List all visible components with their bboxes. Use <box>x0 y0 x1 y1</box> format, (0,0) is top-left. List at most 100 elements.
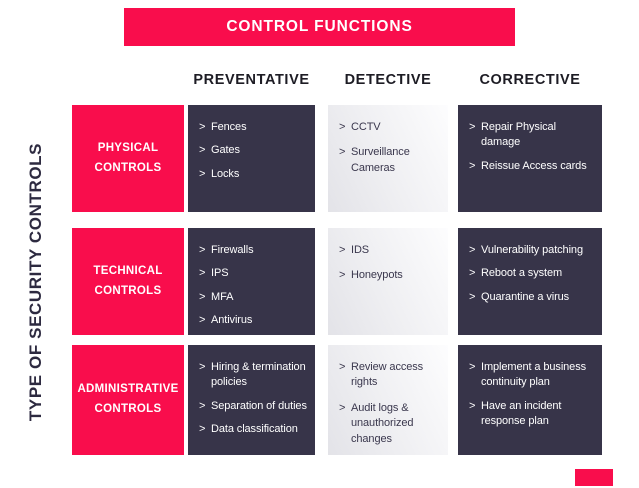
item-text: Vulnerability patching <box>481 244 583 256</box>
cell-items: > IDS > Honeypots <box>339 243 444 284</box>
cell-physical-preventative: > Fences > Gates > Locks <box>188 105 315 212</box>
chevron-icon: > <box>339 269 346 282</box>
item-text: MFA <box>211 290 234 303</box>
brand-mark <box>575 469 613 486</box>
cell-technical-preventative: > Firewalls > IPS > MFA > Antivirus <box>188 228 315 335</box>
list-item: > Separation of duties <box>199 399 311 414</box>
chevron-icon: > <box>199 144 206 157</box>
item-text: CCTV <box>351 121 381 133</box>
cell-administrative-preventative: > Hiring & termination policies > Separatio… <box>188 345 315 455</box>
chevron-icon: > <box>199 121 206 133</box>
chevron-icon: > <box>469 121 476 133</box>
list-item: > Firewalls <box>199 243 311 258</box>
chevron-icon: > <box>469 159 476 172</box>
list-item: > Have an incident response plan <box>469 399 598 430</box>
row-technical-controls: TECHNICAL CONTROLS > Firewalls > IPS > MFA > An… <box>72 228 602 335</box>
cell-items: > Repair Physical damage > Reissue Access c… <box>469 120 598 174</box>
list-item: > Implement a business continuity plan <box>469 360 598 391</box>
chevron-icon: > <box>199 314 206 327</box>
list-item: > Quarantine a virus <box>469 290 598 305</box>
cell-items: > Hiring & termination policies > Separatio… <box>199 360 311 438</box>
row-physical-controls: PHYSICAL CONTROLS > Fences > Gates > Locks > C… <box>72 105 602 212</box>
item-text: Gates <box>211 144 240 157</box>
chevron-icon: > <box>339 121 346 133</box>
item-text: Separation of duties <box>211 399 307 412</box>
item-text: Data classification <box>211 423 298 436</box>
item-text: Reissue Access cards <box>481 159 587 172</box>
row-label-administrative: ADMINISTRATIVE CONTROLS <box>72 345 184 455</box>
chevron-icon: > <box>469 399 476 412</box>
list-item: > Vulnerability patching <box>469 243 598 258</box>
item-text: IPS <box>211 267 229 280</box>
chevron-icon: > <box>339 401 346 414</box>
chevron-icon: > <box>469 267 476 280</box>
list-item: > Data classification <box>199 422 311 437</box>
chevron-icon: > <box>199 361 206 373</box>
row-label-physical: PHYSICAL CONTROLS <box>72 105 184 212</box>
chevron-icon: > <box>199 423 206 436</box>
chevron-icon: > <box>339 146 346 159</box>
item-text: Audit logs & unauthorized changes <box>351 401 414 445</box>
chevron-icon: > <box>469 244 476 256</box>
item-text: Repair Physical damage <box>481 121 556 149</box>
item-text: Reboot a system <box>481 267 563 280</box>
list-item: > Antivirus <box>199 313 311 328</box>
list-item: > Surveillance Cameras <box>339 145 444 176</box>
item-text: Review access rights <box>351 361 424 389</box>
row-administrative-controls: ADMINISTRATIVE CONTROLS > Hiring & termin… <box>72 345 602 455</box>
item-text: Implement a business continuity plan <box>481 361 586 389</box>
cell-items: > CCTV > Surveillance Cameras <box>339 120 444 176</box>
chevron-icon: > <box>469 290 476 303</box>
item-text: Firewalls <box>211 244 254 256</box>
chevron-icon: > <box>339 244 346 256</box>
list-item: > IDS <box>339 243 444 258</box>
chevron-icon: > <box>199 267 206 280</box>
column-header-preventative: PREVENTATIVE <box>193 72 310 88</box>
chevron-icon: > <box>469 361 476 373</box>
list-item: > Reboot a system <box>469 266 598 281</box>
cell-administrative-detective: > Review access rights > Audit logs & unaut… <box>328 345 448 455</box>
banner-title: CONTROL FUNCTIONS <box>226 18 413 35</box>
cell-administrative-corrective: > Implement a business continuity plan > Ha… <box>458 345 602 455</box>
chevron-icon: > <box>199 167 206 180</box>
control-functions-banner: CONTROL FUNCTIONS <box>124 8 515 46</box>
list-item: > CCTV <box>339 120 444 135</box>
list-item: > Locks <box>199 167 311 182</box>
item-text: Surveillance Cameras <box>351 146 410 174</box>
list-item: > Reissue Access cards <box>469 159 598 174</box>
list-item: > Honeypots <box>339 268 444 283</box>
cell-physical-detective: > CCTV > Surveillance Cameras <box>328 105 448 212</box>
list-item: > Gates <box>199 143 311 158</box>
item-text: Quarantine a virus <box>481 290 570 303</box>
list-item: > MFA <box>199 290 311 305</box>
cell-items: > Review access rights > Audit logs & unaut… <box>339 360 444 447</box>
item-text: Antivirus <box>211 314 253 327</box>
item-text: Have an incident response plan <box>481 399 562 428</box>
cell-items: > Fences > Gates > Locks <box>199 120 311 182</box>
y-axis-label: TYPE OF SECURITY CONTROLS <box>26 142 45 422</box>
list-item: > Review access rights <box>339 360 444 391</box>
item-text: Hiring & termination policies <box>211 361 306 389</box>
cell-items: > Firewalls > IPS > MFA > Antivirus <box>199 243 311 329</box>
item-text: IDS <box>351 244 370 256</box>
list-item: > IPS <box>199 266 311 281</box>
cell-technical-corrective: >Vulnerability patching>Reboot a system>… <box>458 228 602 335</box>
list-item: > Hiring & termination policies <box>199 360 311 391</box>
list-item: > Fences <box>199 120 311 135</box>
row-label-technical: TECHNICAL CONTROLS <box>72 228 184 335</box>
chevron-icon: > <box>199 290 206 303</box>
chevron-icon: > <box>199 399 206 412</box>
item-text: Locks <box>211 167 240 180</box>
column-header-detective: DETECTIVE <box>344 72 432 88</box>
list-item: > Audit logs & unauthorized changes <box>339 401 444 447</box>
item-text: Honeypots <box>351 269 403 282</box>
cell-physical-corrective: > Repair Physical damage > Reissue Access c… <box>458 105 602 212</box>
cell-technical-detective: > IDS > Honeypots <box>328 228 448 335</box>
cell-items: > Implement a business continuity plan > Ha… <box>469 360 598 430</box>
chevron-icon: > <box>199 244 206 256</box>
item-text: Fences <box>211 121 247 133</box>
chevron-icon: > <box>339 361 346 373</box>
list-item: > Repair Physical damage <box>469 120 598 151</box>
cell-items: >Vulnerability patching>Reboot a system>… <box>469 243 598 305</box>
